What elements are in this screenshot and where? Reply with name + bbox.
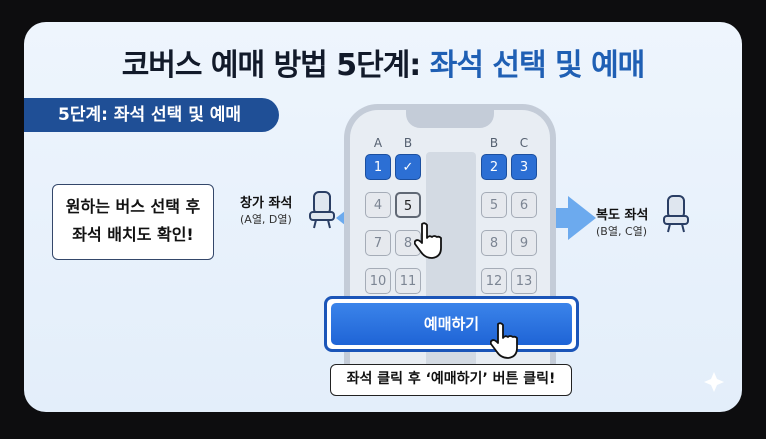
title-part2: 좌석 선택 및 예매 [429, 48, 646, 83]
right-seat[interactable]: 9 [511, 230, 537, 256]
left-seat[interactable]: 10 [365, 268, 391, 294]
aisle-seat-label: 복도 좌석 (B열, C열) [596, 204, 648, 239]
bus-aisle [426, 152, 476, 394]
window-seat-label: 창가 좌석 (A열, D열) [240, 192, 292, 227]
aisle-seat-title: 복도 좌석 [596, 208, 649, 223]
right-seat[interactable]: 3 [511, 154, 537, 180]
window-seat-title: 창가 좌석 [240, 196, 293, 211]
sparkle-icon [704, 372, 724, 392]
title-part1: 코버스 예매 방법 5단계: [121, 48, 422, 83]
right-seat[interactable]: 2 [481, 154, 507, 180]
pointer-hand-icon [414, 222, 442, 259]
window-seat-icon [309, 191, 335, 229]
left-seat[interactable]: 4 [365, 192, 391, 218]
col-label-b-left: B [403, 136, 413, 150]
left-seat[interactable]: 5 [395, 192, 421, 218]
col-label-b-right: B [489, 136, 499, 150]
instruction-note: 원하는 버스 선택 후 좌석 배치도 확인! [52, 184, 214, 260]
caption-box: 좌석 클릭 후 ‘예매하기’ 버튼 클릭! [330, 364, 572, 396]
book-button[interactable]: 예매하기 [324, 296, 579, 352]
col-label-c: C [519, 136, 529, 150]
instruction-line1: 원하는 버스 선택 후 [65, 197, 201, 216]
aisle-seat-sub: (B열, C열) [596, 225, 648, 238]
instruction-line2: 좌석 배치도 확인! [72, 225, 194, 244]
right-arrow-icon [534, 196, 596, 240]
right-seat[interactable]: 12 [481, 268, 507, 294]
book-button-label: 예매하기 [331, 303, 572, 345]
right-seat[interactable]: 8 [481, 230, 507, 256]
right-seat[interactable]: 5 [481, 192, 507, 218]
left-seat[interactable]: 1 [365, 154, 391, 180]
right-seat[interactable]: 13 [511, 268, 537, 294]
left-seat[interactable]: 11 [395, 268, 421, 294]
step-badge: 5단계: 좌석 선택 및 예매 [24, 98, 279, 132]
right-seat[interactable]: 6 [511, 192, 537, 218]
click-hand-icon [490, 322, 518, 359]
window-seat-sub: (A열, D열) [240, 213, 292, 226]
page-title: 코버스 예매 방법 5단계: 좌석 선택 및 예매 [24, 40, 742, 84]
tutorial-card: 코버스 예매 방법 5단계: 좌석 선택 및 예매 5단계: 좌석 선택 및 예… [24, 22, 742, 412]
phone-notch [406, 110, 494, 128]
col-label-a: A [373, 136, 383, 150]
aisle-seat-icon [663, 195, 689, 233]
left-seat[interactable]: ✓ [395, 154, 421, 180]
left-seat[interactable]: 7 [365, 230, 391, 256]
